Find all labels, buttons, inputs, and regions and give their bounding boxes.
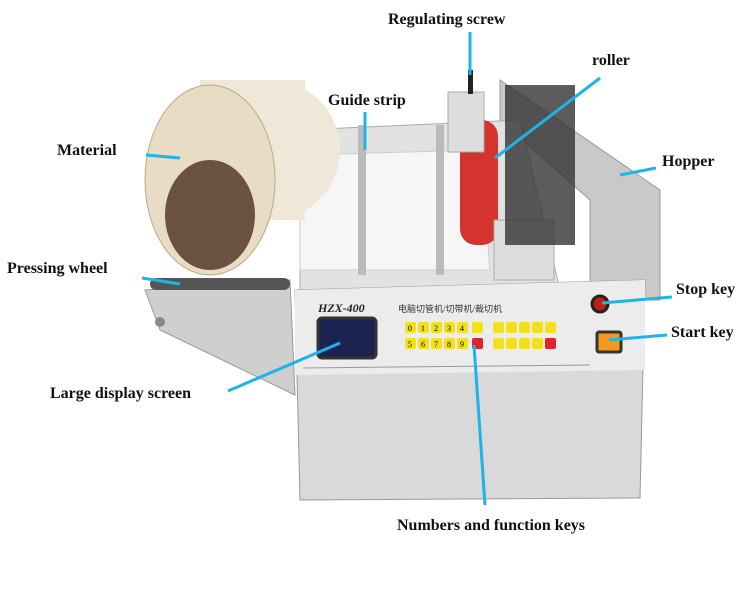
regulating-screw [468, 70, 473, 94]
roll-core [165, 160, 255, 270]
digit-key-label: 9 [460, 340, 464, 349]
cutter-head [505, 85, 575, 245]
label-material: Material [57, 142, 117, 159]
leader-material [145, 153, 181, 160]
label-regulating-screw: Regulating screw [388, 11, 506, 28]
digit-key-6[interactable] [418, 338, 429, 349]
side-plate [144, 279, 296, 396]
function-key[interactable] [545, 322, 556, 333]
label-stop-key: Stop key [676, 281, 736, 298]
digit-key-label: 6 [421, 340, 425, 349]
roller-bracket [447, 91, 485, 153]
digit-key-label: 2 [434, 324, 438, 333]
digit-key-label: 5 [408, 340, 412, 349]
function-key[interactable] [519, 322, 530, 333]
guide-strip-left [358, 125, 366, 275]
function-key[interactable] [532, 322, 543, 333]
leader-lines [141, 32, 673, 506]
digit-key-4[interactable] [457, 322, 468, 333]
leader-display [227, 341, 341, 393]
model-text: HZX-400 [317, 301, 365, 315]
label-pressing-wheel: Pressing wheel [7, 260, 108, 277]
pressing-wheel [150, 278, 290, 290]
digit-key-5[interactable] [405, 338, 416, 349]
function-key[interactable] [493, 338, 504, 349]
digit-key-8[interactable] [444, 338, 455, 349]
control-panel [295, 280, 645, 375]
leader-stop-key [601, 295, 673, 305]
ruler [302, 364, 591, 369]
panel-title: 电脑切管机/切带机/裁切机 [398, 303, 502, 314]
digit-key-1[interactable] [418, 322, 429, 333]
label-hopper: Hopper [662, 153, 715, 170]
display-screen [316, 316, 378, 360]
function-key[interactable] [506, 322, 517, 333]
leader-keys [472, 344, 487, 506]
function-key[interactable] [472, 322, 483, 333]
digit-key-label: 8 [447, 340, 451, 349]
function-key[interactable] [493, 322, 504, 333]
digit-key-label: 4 [460, 324, 464, 333]
guide-strip-right [436, 125, 444, 275]
function-key[interactable] [545, 338, 556, 349]
digit-key-3[interactable] [444, 322, 455, 333]
digit-key-9[interactable] [457, 338, 468, 349]
label-display: Large display screen [50, 385, 192, 402]
leader-roller [494, 76, 601, 160]
digit-key-label: 3 [447, 324, 451, 333]
label-roller: roller [592, 52, 630, 69]
stop-key[interactable] [590, 294, 610, 314]
function-key[interactable] [519, 338, 530, 349]
label-keys: Numbers and function keys [397, 517, 586, 534]
leader-hopper [619, 166, 657, 177]
digit-key-0[interactable] [405, 322, 416, 333]
label-guide-strip: Guide strip [328, 92, 406, 109]
start-key[interactable] [595, 330, 623, 354]
function-key[interactable] [532, 338, 543, 349]
leader-start-key [608, 333, 668, 342]
digit-key-label: 0 [408, 324, 412, 333]
function-key[interactable] [506, 338, 517, 349]
digit-key-label: 7 [434, 340, 438, 349]
leader-pressing-wheel [141, 276, 181, 286]
label-start-key: Start key [671, 324, 734, 341]
digit-key-2[interactable] [431, 322, 442, 333]
digit-key-label: 1 [421, 324, 425, 333]
digit-key-7[interactable] [431, 338, 442, 349]
